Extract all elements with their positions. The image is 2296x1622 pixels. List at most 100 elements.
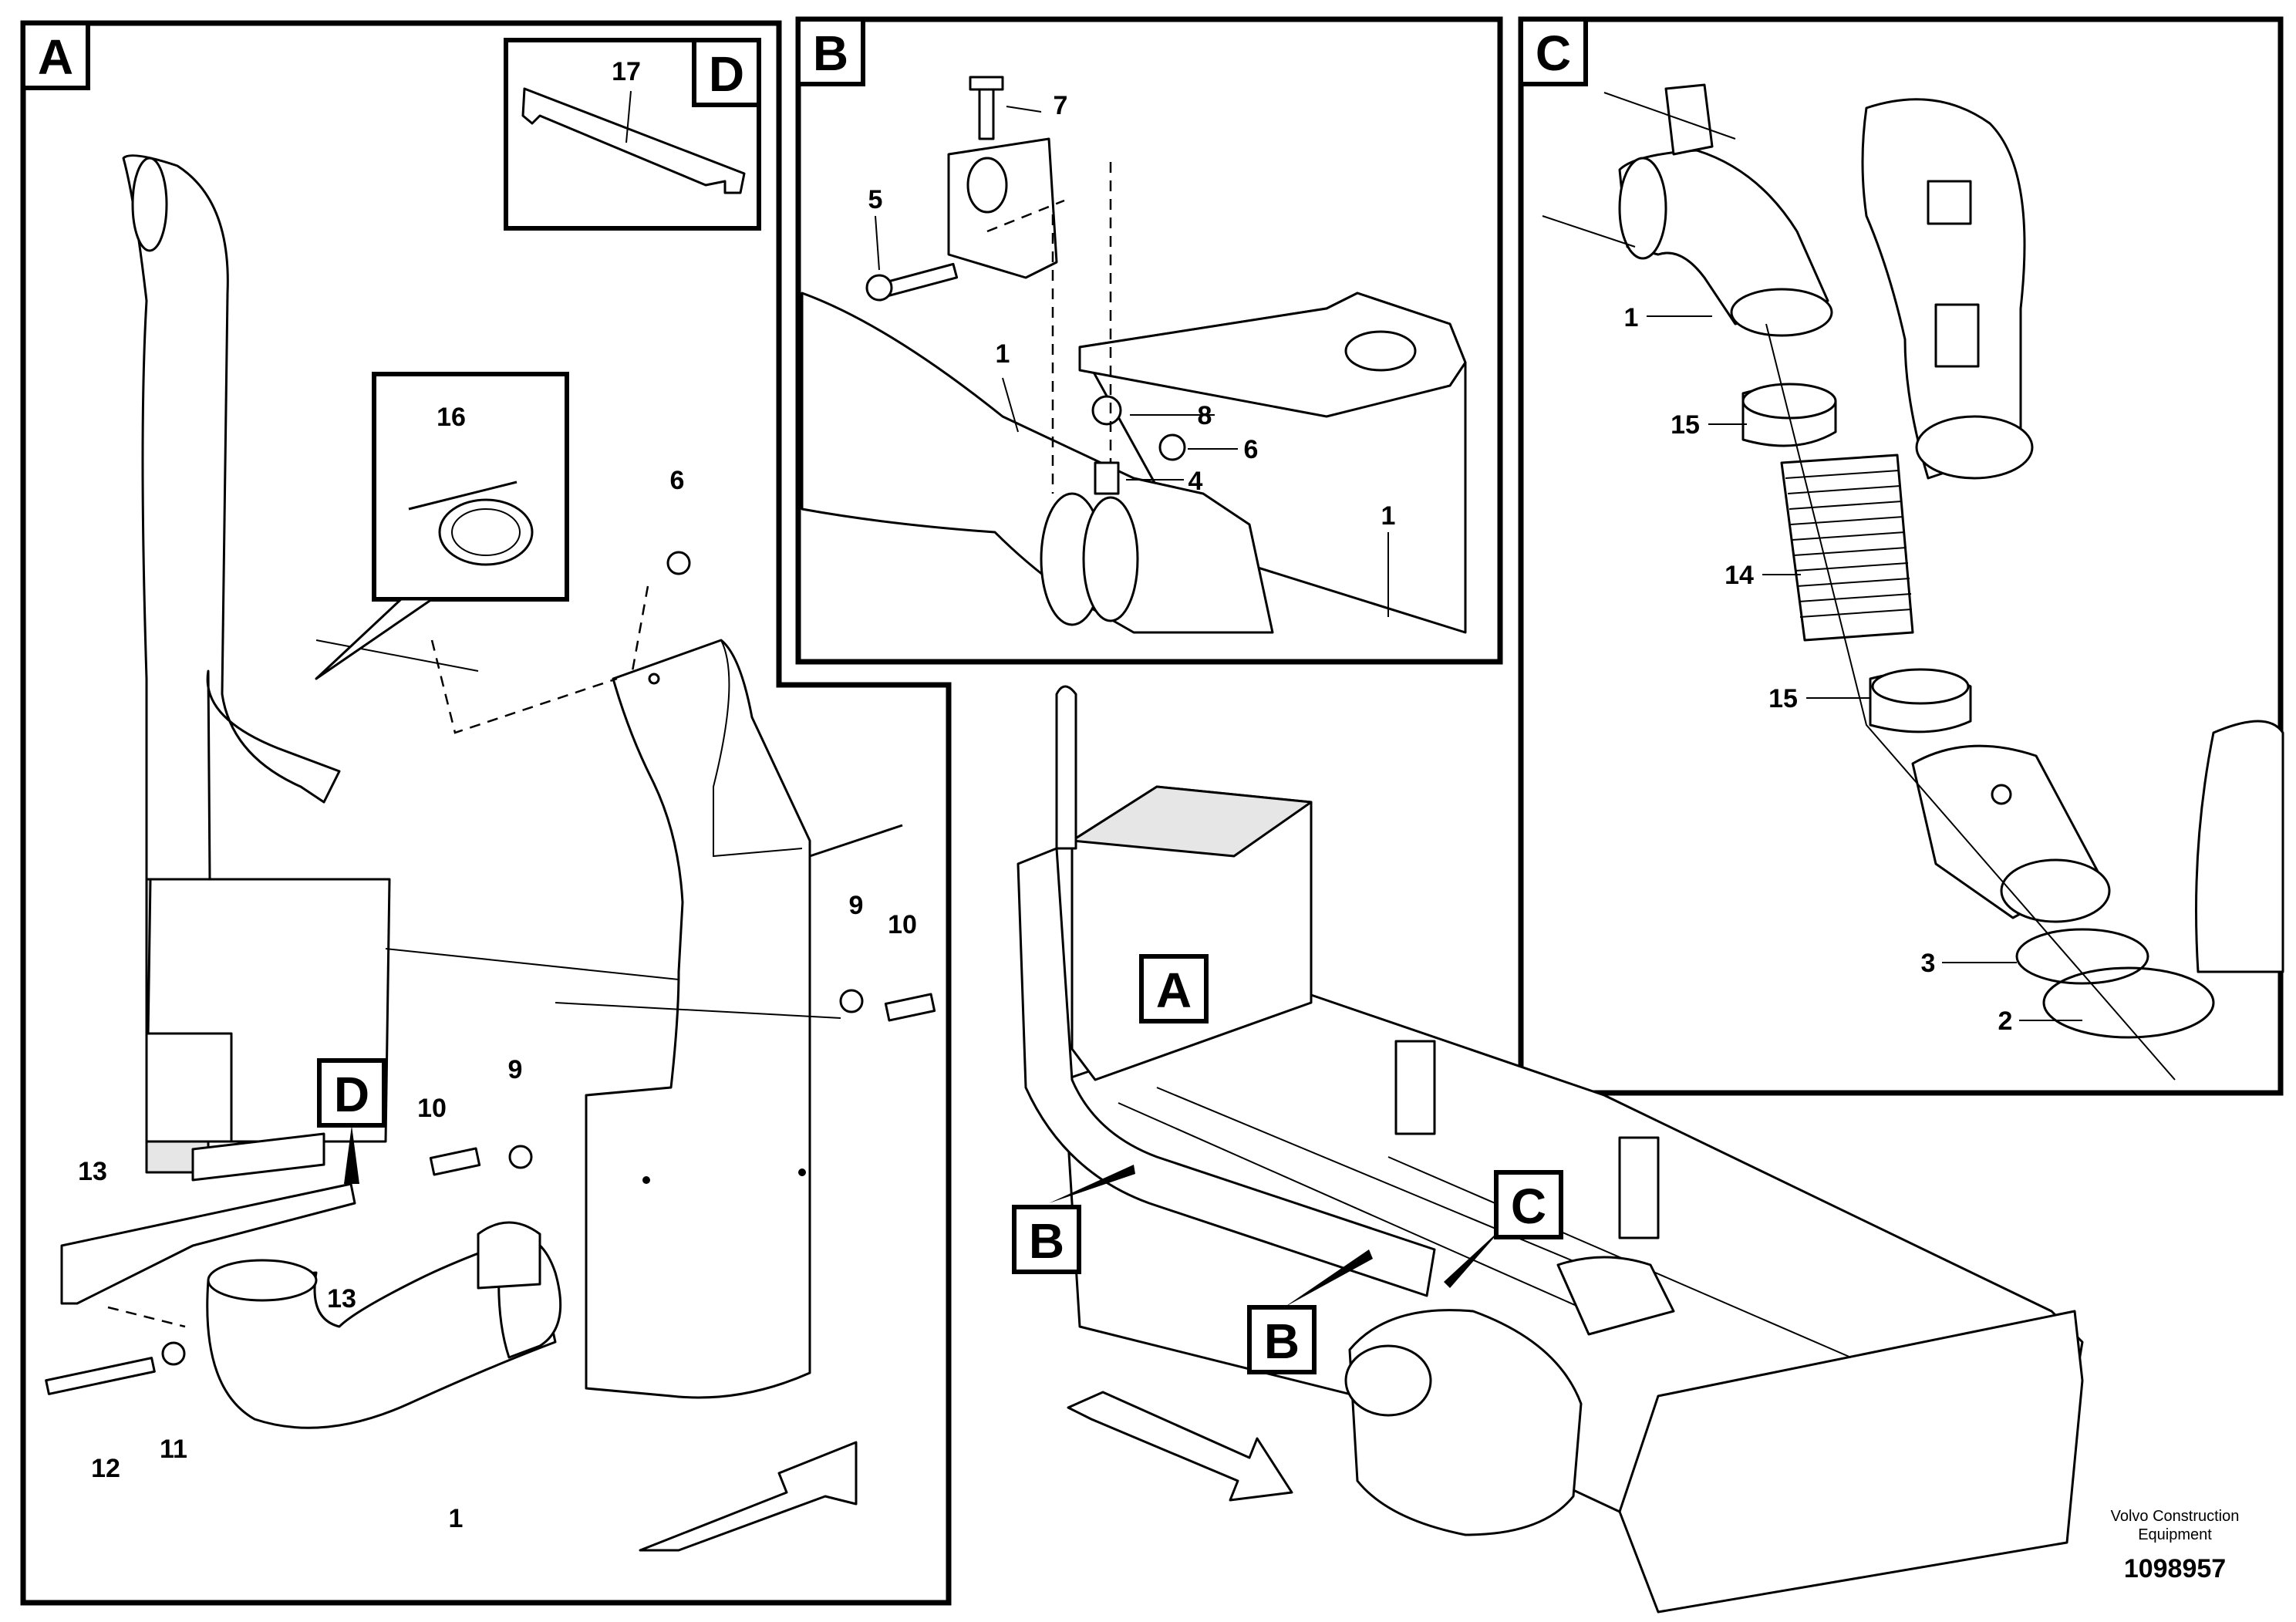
- label-a-9-lower: 9: [508, 1055, 523, 1084]
- spacer-4: [1094, 461, 1120, 495]
- shield-slot: [648, 673, 660, 685]
- panel-c-frame: [1518, 16, 2284, 1096]
- top-clamp: [1664, 83, 1714, 156]
- callout-d-pointer: [344, 1125, 359, 1184]
- label-b-5: 5: [868, 185, 883, 214]
- label-a-10-upper: 10: [888, 910, 917, 939]
- shield-hole-2: [798, 1168, 806, 1176]
- heat-shield: [585, 639, 811, 1399]
- label-b-1-left: 1: [996, 339, 1010, 369]
- panel-b-tag-text: B: [813, 25, 848, 81]
- clamp-16-strap: [408, 481, 518, 511]
- panel-c-drawing: [1542, 83, 2284, 1081]
- label-a-10-lower: 10: [417, 1094, 447, 1123]
- overview-stack: [1055, 685, 1077, 850]
- shield-hole-1: [642, 1176, 650, 1184]
- callout-d: D: [317, 1058, 386, 1184]
- tube-window-2: [1934, 303, 1980, 368]
- shield-plate-lower: [145, 1032, 233, 1143]
- label-b-4: 4: [1188, 467, 1203, 496]
- panel-b-tag: B: [796, 17, 865, 86]
- direction-arrow-a: [639, 1441, 858, 1552]
- overview-callout-a-text: A: [1156, 963, 1192, 1018]
- chassis-rear-plate: [1618, 1310, 2084, 1614]
- label-a-6: 6: [670, 466, 685, 495]
- label-b-7: 7: [1054, 91, 1068, 120]
- label-a-17: 17: [612, 57, 641, 86]
- pipe-bracket: [477, 1221, 541, 1290]
- label-c-2: 2: [1998, 1007, 2013, 1036]
- overview-drawing: [1017, 685, 2084, 1614]
- leader-16: [315, 639, 479, 672]
- dash-b3: [986, 199, 1065, 233]
- panel-a-tag: A: [21, 21, 90, 90]
- panel-c-tag-text: C: [1536, 25, 1571, 81]
- elbow-1-outlet: [1730, 288, 1833, 337]
- bolt-10-upper: [884, 993, 936, 1022]
- label-a-9-upper: 9: [849, 891, 864, 920]
- post-1: [1394, 1040, 1436, 1135]
- inset-16-pointer: [315, 598, 433, 680]
- overview-callout-c-text: C: [1511, 1179, 1546, 1234]
- label-b-6: 6: [1244, 435, 1259, 464]
- panel-a-frame: [20, 20, 952, 1606]
- assembly-axis: [1765, 323, 2176, 1081]
- tail-pipe-mouth: [131, 157, 168, 252]
- label-c-1: 1: [1624, 303, 1639, 332]
- inset-d-tag: D: [709, 46, 744, 102]
- dash-nut: [631, 585, 649, 672]
- tank-box-top: [1070, 785, 1313, 858]
- elbow-inlet: [207, 1259, 318, 1302]
- label-c-15-lower: 15: [1768, 684, 1798, 713]
- label-c-3: 3: [1921, 949, 1936, 978]
- washer-11: [161, 1341, 186, 1366]
- overview-callout-a: A: [1139, 954, 1209, 1023]
- footer-company-line2: Equipment: [2138, 1526, 2212, 1543]
- shield-rib: [809, 824, 903, 858]
- gasket-2: [2042, 966, 2215, 1039]
- label-a-11: 11: [160, 1435, 187, 1464]
- dpf-end: [1344, 1344, 1432, 1417]
- air-tube-mouth: [1915, 415, 2034, 480]
- post-2: [1618, 1136, 1660, 1239]
- footer-company-line1: Volvo Construction: [2111, 1508, 2240, 1525]
- pipe-flange: [191, 1132, 325, 1182]
- v-clamp-3: [2015, 928, 2149, 985]
- panel-b-drawing: [801, 76, 1467, 634]
- leader-b-5: [875, 215, 880, 271]
- inset-d: D: [504, 38, 761, 231]
- overview-callout-b-upper-text: B: [1029, 1213, 1064, 1269]
- label-a-16: 16: [437, 403, 466, 432]
- outlet-tube-mouth: [2000, 858, 2111, 923]
- panel-b-frame: [795, 16, 1503, 665]
- washer-9-upper: [839, 989, 864, 1013]
- leader-17: [625, 90, 632, 143]
- nut-8: [1091, 395, 1122, 426]
- label-c-14: 14: [1725, 561, 1754, 590]
- overview-callout-b-lower: B: [1247, 1305, 1317, 1374]
- direction-arrow-overview: [1067, 1391, 1293, 1502]
- label-c-15-upper: 15: [1671, 410, 1700, 440]
- leader-9: [555, 1002, 841, 1019]
- bracket-b-saddle: [966, 157, 1008, 214]
- plate-17: [521, 87, 746, 194]
- bolt-7: [978, 83, 995, 140]
- elbow-1-inlet: [1618, 157, 1667, 260]
- washer-6: [1158, 433, 1186, 461]
- label-a-13-left: 13: [78, 1157, 107, 1186]
- overview-callout-b-lower-text: B: [1264, 1313, 1300, 1369]
- tube-window-1: [1927, 180, 1972, 225]
- leader-b-1a: [1002, 377, 1019, 433]
- leader-shield: [385, 948, 679, 980]
- bracket-b: [947, 137, 1058, 279]
- washer-9-lower: [508, 1145, 533, 1169]
- label-a-13-right: 13: [327, 1284, 356, 1313]
- overview-callout-b-upper: B: [1012, 1205, 1081, 1274]
- panel-a-tag-text: A: [38, 29, 73, 85]
- bolt-10-lower: [429, 1147, 481, 1176]
- leader-b-7: [1006, 106, 1042, 113]
- tail-pipe: [122, 154, 341, 881]
- frame-top-flange: [1078, 292, 1467, 418]
- footer-drawing-number: 1098957: [2124, 1554, 2226, 1583]
